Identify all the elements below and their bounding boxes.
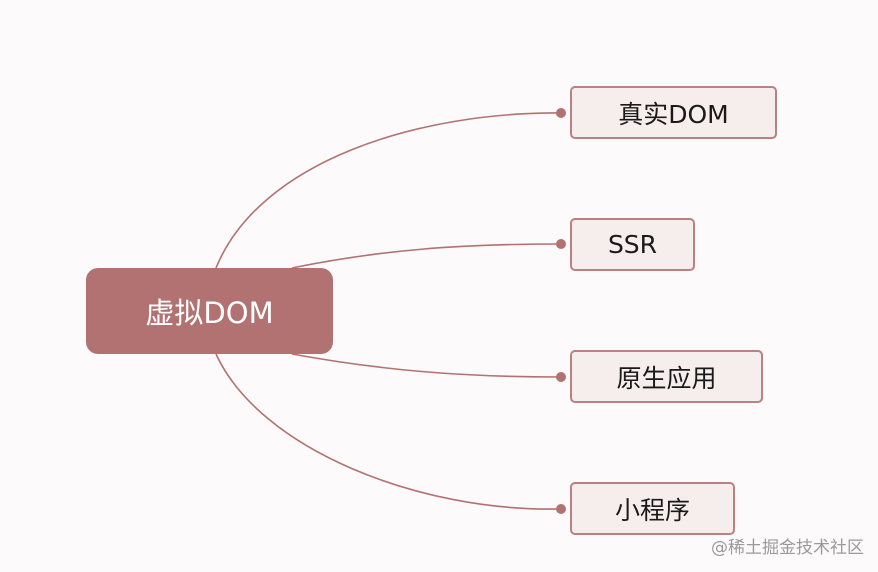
child-node-mini-program[interactable]: 小程序 (570, 482, 735, 535)
connector-real-dom (215, 112, 561, 269)
child-node-native-app[interactable]: 原生应用 (570, 350, 763, 403)
child-node-label: 小程序 (614, 495, 690, 525)
connector-native-app (291, 353, 561, 378)
connector-ssr (291, 243, 561, 269)
root-node[interactable]: 虚拟DOM (86, 268, 333, 354)
connector-dot-native-app (556, 372, 566, 382)
child-node-ssr[interactable]: SSR (570, 218, 695, 271)
child-node-label: 真实DOM (618, 99, 729, 129)
child-node-label: 原生应用 (616, 363, 717, 393)
root-node-label: 虚拟DOM (145, 296, 274, 330)
watermark: @稀土掘金技术社区 (711, 538, 864, 558)
child-node-real-dom[interactable]: 真实DOM (570, 86, 777, 139)
connector-dot-mini-program (556, 504, 566, 514)
connector-mini-program (215, 353, 561, 510)
connector-dot-real-dom (556, 108, 566, 118)
child-node-label: SSR (607, 230, 658, 259)
connector-dot-ssr (556, 239, 566, 249)
